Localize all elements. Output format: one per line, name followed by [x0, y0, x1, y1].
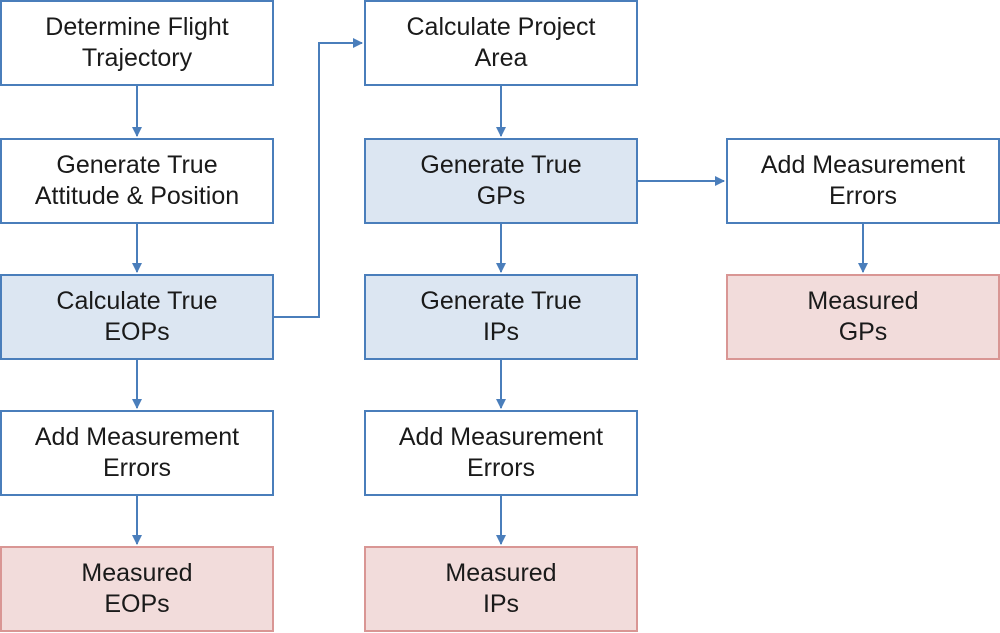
- node-label-line2: IPs: [482, 318, 520, 346]
- node-label-line1: Generate True: [420, 287, 582, 315]
- node-label-line1: Measured: [81, 559, 193, 587]
- node-label-line1: Calculate Project: [406, 13, 596, 41]
- node-measured-eops: Measured EOPs: [0, 546, 274, 632]
- node-generate-true-gps: Generate True GPs: [364, 138, 638, 224]
- node-add-measurement-errors-ips: Add Measurement Errors: [364, 410, 638, 496]
- node-label-line1: Add Measurement: [398, 423, 604, 451]
- node-measured-ips: Measured IPs: [364, 546, 638, 632]
- node-label-line2: Area: [474, 44, 528, 72]
- node-add-measurement-errors-eops: Add Measurement Errors: [0, 410, 274, 496]
- node-label-line2: Errors: [828, 182, 898, 210]
- node-label-line1: Measured: [445, 559, 557, 587]
- node-add-measurement-errors-gps: Add Measurement Errors: [726, 138, 1000, 224]
- node-label-line2: EOPs: [104, 318, 170, 346]
- node-label-line1: Measured: [807, 287, 919, 315]
- node-label-line1: Generate True: [56, 151, 218, 179]
- arrow-eops-to-project-area: [274, 38, 363, 318]
- node-label-line2: IPs: [482, 590, 520, 618]
- node-label-line1: Add Measurement: [34, 423, 240, 451]
- node-label-line2: Errors: [102, 454, 172, 482]
- node-calculate-project-area: Calculate Project Area: [364, 0, 638, 86]
- node-calculate-true-eops: Calculate True EOPs: [0, 274, 274, 360]
- node-label-line2: GPs: [476, 182, 526, 210]
- node-label-line2: Errors: [466, 454, 536, 482]
- node-label-line2: EOPs: [104, 590, 170, 618]
- node-label-line2: Trajectory: [81, 44, 193, 72]
- node-label-line1: Add Measurement: [760, 151, 966, 179]
- node-label-line1: Calculate True: [56, 287, 218, 315]
- node-label-line2: Attitude & Position: [34, 182, 240, 210]
- node-label-line2: GPs: [838, 318, 888, 346]
- node-determine-flight-trajectory: Determine Flight Trajectory: [0, 0, 274, 86]
- node-generate-true-ips: Generate True IPs: [364, 274, 638, 360]
- node-label-line1: Determine Flight: [45, 13, 229, 41]
- node-measured-gps: Measured GPs: [726, 274, 1000, 360]
- node-generate-true-attitude-position: Generate True Attitude & Position: [0, 138, 274, 224]
- node-label-line1: Generate True: [420, 151, 582, 179]
